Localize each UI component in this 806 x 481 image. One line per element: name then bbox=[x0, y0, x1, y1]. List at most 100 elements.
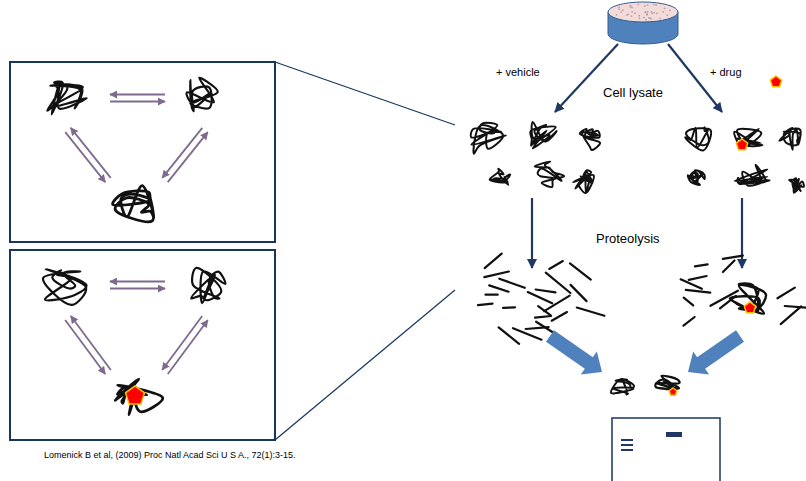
drug-molecule bbox=[736, 139, 747, 150]
peptide-fragment bbox=[681, 279, 702, 288]
drug-molecule bbox=[669, 388, 677, 395]
lysate-dot bbox=[653, 12, 655, 14]
equilibrium-arrow bbox=[65, 320, 105, 374]
protein-scribble bbox=[47, 82, 87, 115]
gel-band bbox=[621, 449, 633, 451]
peptide-fragment bbox=[777, 288, 794, 299]
protein-scribble bbox=[471, 123, 506, 154]
lysate-dot bbox=[646, 13, 648, 15]
protein-scribble bbox=[43, 269, 87, 305]
lysate-dot bbox=[669, 9, 671, 11]
lysate-dot bbox=[659, 17, 661, 19]
lysate-dot bbox=[638, 15, 640, 17]
peptide-fragment bbox=[544, 296, 569, 311]
treatment-label: + drug bbox=[710, 66, 742, 79]
inset-box bbox=[10, 62, 275, 242]
lysate-dot bbox=[618, 8, 620, 10]
lysate-dot bbox=[631, 11, 633, 13]
peptide-fragment bbox=[684, 298, 693, 306]
lysate-dot bbox=[645, 11, 647, 13]
zoom-line bbox=[275, 290, 455, 440]
lysate-dot bbox=[655, 4, 657, 6]
lysate-dot bbox=[651, 11, 653, 13]
lysate-dot bbox=[645, 19, 647, 21]
peptide-fragment bbox=[689, 276, 707, 280]
drug-molecule bbox=[125, 386, 144, 404]
flow-arrow bbox=[531, 198, 533, 268]
peptide-fragment bbox=[723, 256, 743, 259]
protein-scribble bbox=[688, 170, 705, 185]
protein-scribble bbox=[115, 379, 163, 415]
protein-scribble bbox=[779, 128, 800, 150]
equilibrium-arrow bbox=[65, 132, 105, 182]
equilibrium-arrow bbox=[110, 94, 165, 96]
peptide-fragment bbox=[513, 328, 542, 339]
zoom-line bbox=[275, 62, 455, 125]
equilibrium-arrow bbox=[168, 132, 208, 182]
gel-band bbox=[621, 444, 633, 446]
treatment-label: + vehicle bbox=[496, 66, 540, 79]
lysate-dot bbox=[637, 4, 639, 6]
equilibrium-arrow bbox=[71, 128, 111, 178]
protein-scribble bbox=[191, 268, 225, 303]
equilibrium-arrow bbox=[110, 101, 165, 103]
protein-scribble bbox=[113, 186, 154, 222]
equilibrium-arrow bbox=[110, 288, 165, 290]
peptide-fragment bbox=[485, 254, 502, 268]
drug-molecule bbox=[770, 76, 781, 87]
protein-scribble bbox=[789, 178, 804, 193]
protein-scribble bbox=[580, 129, 600, 150]
protein-scribble bbox=[187, 78, 218, 111]
equilibrium-arrow bbox=[162, 128, 202, 178]
peptide-fragment bbox=[503, 306, 515, 309]
protein-scribble bbox=[490, 169, 511, 185]
peptide-fragment bbox=[552, 312, 567, 321]
protein-scribble bbox=[530, 122, 557, 148]
inset-box bbox=[10, 250, 275, 440]
peptide-fragment bbox=[695, 264, 708, 266]
peptide-fragment bbox=[781, 306, 802, 324]
lysate-dot bbox=[630, 6, 632, 8]
lysate-dot bbox=[630, 5, 632, 7]
peptide-fragment bbox=[571, 285, 587, 301]
lysate-dot bbox=[647, 4, 649, 6]
peptide-fragment bbox=[478, 304, 493, 305]
protein-scribble bbox=[735, 165, 770, 186]
protein-scribble bbox=[573, 170, 594, 193]
peptide-fragment bbox=[577, 308, 605, 316]
lysate-dot bbox=[664, 8, 666, 10]
merge-arrow bbox=[546, 330, 602, 374]
equilibrium-arrow bbox=[162, 316, 202, 370]
equilibrium-arrow bbox=[110, 281, 165, 283]
lysate-dot bbox=[666, 14, 668, 16]
lysate-dot bbox=[647, 11, 649, 13]
lysate-dot bbox=[645, 11, 647, 13]
lysate-dot bbox=[634, 12, 636, 14]
gel-band bbox=[666, 432, 682, 437]
peptide-fragment bbox=[499, 327, 519, 343]
protein-scribble bbox=[655, 376, 679, 389]
protein-scribble bbox=[730, 283, 766, 313]
peptide-fragment bbox=[686, 290, 711, 293]
lysate-dot bbox=[653, 4, 655, 6]
merge-arrow bbox=[688, 330, 744, 374]
drug-molecule bbox=[744, 302, 755, 313]
step-label: Cell lysate bbox=[603, 86, 663, 101]
peptide-fragment bbox=[499, 279, 524, 288]
protein-scribble bbox=[685, 127, 711, 150]
peptide-fragment bbox=[535, 316, 551, 318]
gel-band bbox=[621, 439, 633, 441]
lysate-dot bbox=[631, 15, 633, 17]
peptide-fragment bbox=[489, 285, 508, 291]
lysate-dot bbox=[656, 13, 658, 15]
peptide-fragment bbox=[484, 272, 508, 278]
lysate-dot bbox=[618, 6, 620, 8]
flow-arrow bbox=[741, 198, 743, 268]
equilibrium-arrow bbox=[71, 316, 111, 370]
peptide-fragment bbox=[536, 322, 553, 333]
lysate-dot bbox=[650, 18, 652, 20]
peptide-fragment bbox=[546, 273, 571, 293]
peptide-fragment bbox=[683, 317, 694, 326]
